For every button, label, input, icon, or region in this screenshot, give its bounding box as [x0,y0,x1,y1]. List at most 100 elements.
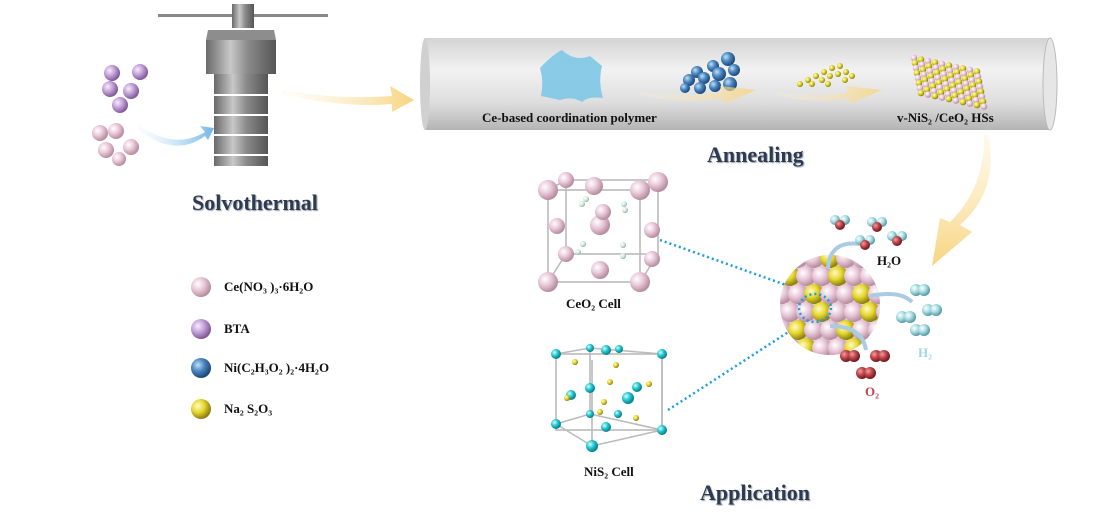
oxygen-atom [860,240,870,250]
sheet-atom [929,82,937,90]
sulfur-atom [633,415,639,421]
sheet-atom [912,64,920,72]
sulfur-atom [837,63,843,69]
hydrogen-atom [918,324,930,336]
yellow-sphere-icon [191,399,211,419]
legend-label: Na₂ S₂O₃ [224,401,273,416]
oxygen-atom [892,236,902,246]
blue-sphere-icon [191,358,211,378]
sheet-atom [925,62,933,70]
sheet-atom [970,86,978,94]
sheet-atom [959,65,967,72]
sheet-atom [942,80,950,88]
sheet-atom [938,60,946,68]
legend-item-cerium-nitrate: Ce(NO₃ )₃·6H₂O [190,276,313,298]
ceo2-link-line [659,238,801,292]
sheet-atom [977,88,985,95]
cerium-atom [644,222,660,238]
sulfur-atom [572,359,578,365]
sheet-atom [910,54,918,62]
sulfur-atom [797,81,803,87]
sheet-atom [931,92,939,100]
nickel-atom [632,382,642,392]
nickel-atom [551,349,561,359]
stage-title-annealing: Annealing [707,142,804,167]
sulfur-atom [829,65,835,71]
surface-atom [796,266,816,286]
oxygen-atom [835,220,845,230]
surface-atom [812,266,832,286]
sheet-atom [979,98,987,105]
nickel-atom [615,345,623,353]
sheet-atom [922,81,930,88]
sheet-atom [956,83,964,91]
oxygen-atom [579,201,585,207]
sheet-atom [931,59,939,66]
cerium-atom [630,272,650,292]
oxygen-atom [622,207,628,213]
nis2-unit-cell [551,344,667,452]
sheet-atom [968,76,976,84]
sulfur-atom [564,395,570,401]
surface-atom [836,284,856,304]
sheet-atom [939,65,947,73]
heterostructure-sheet [910,54,988,110]
sheet-atom [955,78,963,86]
sheet-atom [917,56,925,63]
legend-item-sodium-thiosulfate: Na₂ S₂O₃ [190,398,272,420]
water-in-arrow-icon [826,241,861,269]
surface-atom [780,255,792,268]
oxygen-atom [583,196,589,202]
cerium-atom [591,261,609,279]
cerium-atom [585,177,603,195]
cerium-atom [558,172,574,188]
nickel-atom [694,82,706,94]
surface-atom [804,255,824,268]
sheet-atom [974,73,982,80]
sheet-atom [918,61,926,68]
oxygen-atom [848,350,860,362]
sheet-atom [960,70,968,77]
sheet-atom [935,79,943,86]
ceo2-unit-cell [538,172,668,292]
sheet-atom [952,63,960,71]
nickel-atom [585,383,595,393]
oxygen-atom [580,241,586,247]
sulfur-atom [613,362,619,368]
surface-atom [788,320,808,340]
cerium-atom [590,215,610,235]
sulfur-atom [646,381,652,387]
sheet-atom [954,73,962,81]
sheet-atom [924,57,932,65]
oxygen-atom [878,350,890,362]
cerium-atom [644,251,660,267]
feed-arrow-icon [138,126,214,146]
surface-atom [852,284,872,304]
nis2-cell-label: NiS₂ Cell [584,464,634,479]
sheet-atom [958,93,966,101]
oxygen-atom [620,253,626,259]
sulfur-atom [819,77,825,83]
sheet-atom [934,74,942,81]
surface-atom [860,302,880,322]
surface-atom [780,284,792,304]
legend-item-bta: BTA [190,318,250,340]
sulfur-atom [601,399,607,405]
sheet-atom [924,91,932,98]
cerium-atom [549,218,565,234]
sheet-atom [933,69,941,76]
nickel-atom [680,83,690,93]
cerium-atom [630,180,650,200]
pink-sphere-icon [191,277,211,297]
nickel-atom [657,425,667,435]
surface-atom [836,255,856,268]
sheet-atom [951,92,959,99]
surface-atom [820,284,840,304]
water-molecules [830,215,907,250]
sheet-atom [936,84,944,91]
hydrogen-atom [904,311,916,323]
bta-particles [102,64,148,113]
tube-arrow-2-icon [775,86,882,104]
ceo2-cell-label: CeO₂ Cell [566,296,621,311]
